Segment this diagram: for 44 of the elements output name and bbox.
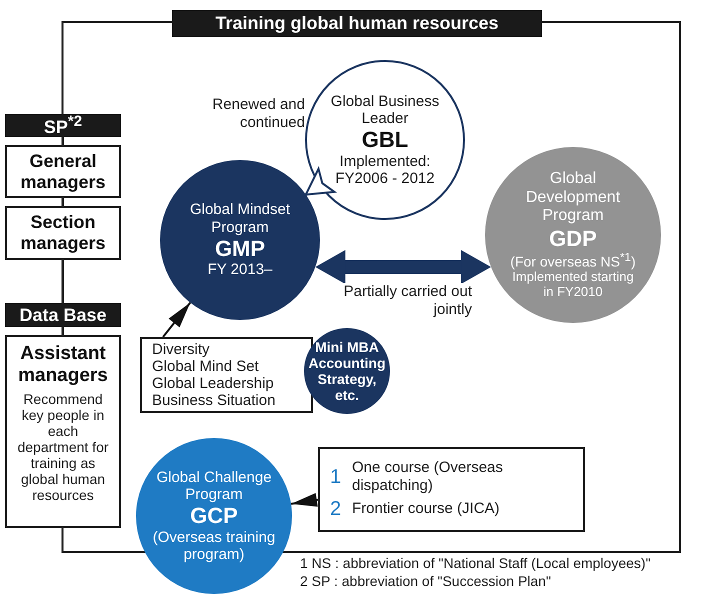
node-text: FY 2013– — [208, 261, 272, 279]
node-heading: Mini MBA Accounting Strategy, etc. — [308, 338, 386, 404]
node-text: Global Leadership — [152, 375, 274, 392]
connector-line — [62, 198, 64, 206]
node-text: (Overseas training program) — [152, 528, 276, 564]
list-item-text: One course (Overseas dispatching) — [352, 459, 504, 494]
node-text: Recommend key people in each department for training as global human resources — [16, 390, 110, 504]
node-text: Business Situation — [152, 392, 276, 410]
node-heading: Global Challenge Program — [155, 468, 273, 504]
arrow — [315, 250, 492, 284]
node-heading: Section managers — [19, 212, 107, 254]
node-heading: Global Mindset Program — [188, 201, 292, 236]
list-item-text: Frontier course (JICA) — [352, 500, 501, 518]
node-text: Implemented starting in FY2010 — [512, 270, 634, 300]
node-heading: Data Base — [19, 304, 107, 326]
connector-line — [62, 260, 64, 303]
node-text: GBL — [362, 127, 408, 153]
list-number: 2 — [330, 498, 342, 520]
callout-pointer — [290, 492, 318, 507]
footnote: 1 NS : abbreviation of "National Staff (Local employees)" — [300, 555, 651, 572]
header-band — [5, 114, 121, 137]
callout-pointer — [162, 302, 192, 338]
node-text: GCP — [190, 503, 238, 529]
header-band — [5, 303, 121, 327]
node-heading: Diversity — [152, 340, 210, 358]
role-box — [5, 335, 121, 528]
node-text: Global Mind Set — [152, 358, 259, 375]
title-band: Training global human resources — [172, 10, 542, 37]
node-heading: Global Business Leader — [330, 92, 440, 128]
node-text: GMP — [214, 236, 266, 262]
node-heading: Global Development Program — [524, 170, 622, 226]
connector-line — [62, 327, 64, 335]
list-number: 1 — [330, 466, 342, 488]
node-heading: Assistant managers — [17, 343, 109, 387]
node-heading: SP$^{*2}$ — [44, 113, 82, 138]
node-text: GDP — [549, 226, 597, 251]
node-text: Implemented: FY2006 - 2012 — [334, 152, 436, 188]
node-heading: General managers — [19, 150, 107, 192]
callout-box — [318, 447, 585, 532]
role-box — [5, 145, 121, 198]
arrow — [304, 168, 336, 196]
node-text: (For overseas NS$^{*1}$) — [510, 250, 636, 270]
connector-line — [62, 137, 64, 145]
role-box — [5, 206, 121, 260]
